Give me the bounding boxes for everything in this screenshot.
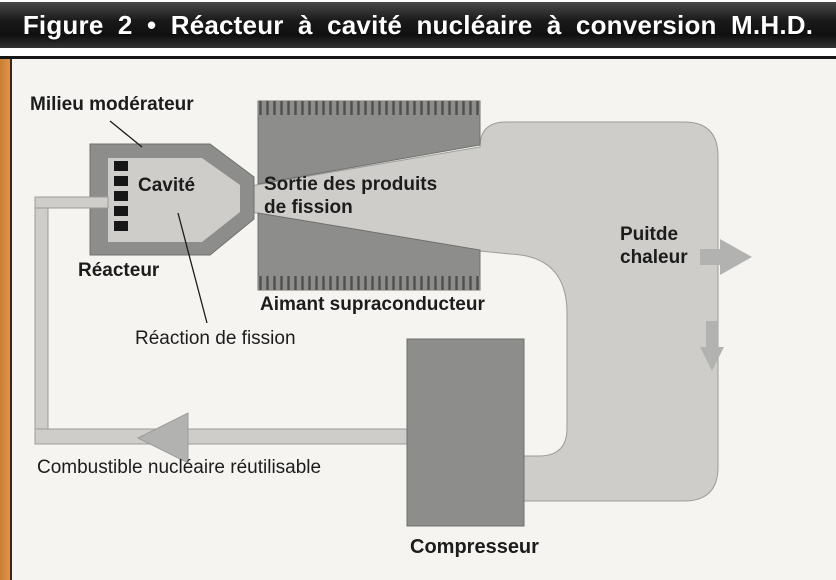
label-fuel-return: Combustible nucléaire réutilisable: [37, 457, 322, 478]
coolant-down-arrow: [700, 321, 724, 371]
control-rods: [114, 161, 128, 231]
label-heat-sink: Puitde chaleur: [620, 223, 688, 269]
label-fission-products-line2: de fission: [264, 197, 353, 218]
label-fission-products: Sortie des produits de fission: [264, 173, 437, 219]
magnet-top-hatch: [258, 101, 480, 115]
label-heat-sink-line2: chaleur: [620, 247, 688, 268]
fission-leader-line: [177, 212, 208, 324]
label-moderator: Milieu modérateur: [30, 94, 194, 115]
frame-top-border: [0, 56, 836, 59]
label-reactor: Réacteur: [78, 260, 160, 281]
label-cavity: Cavité: [138, 175, 196, 196]
label-compressor: Compresseur: [410, 536, 539, 558]
diagram-canvas: [34, 100, 752, 527]
mhd-duct: [249, 121, 719, 502]
moderator-leader-line: [109, 120, 143, 148]
label-fission-reaction: Réaction de fission: [135, 328, 296, 349]
figure-title-bar: Figure 2 • Réacteur à cavité nucléaire à…: [0, 2, 836, 48]
accent-strip: [0, 59, 10, 580]
reactor-diagram: Milieu modérateur Cavité Réacteur Sortie…: [12, 59, 836, 580]
label-magnet: Aimant supraconducteur: [260, 294, 485, 315]
figure-title: Figure 2 • Réacteur à cavité nucléaire à…: [22, 9, 814, 40]
heat-output-arrow: [700, 239, 752, 275]
compressor-block: [406, 338, 525, 527]
label-heat-sink-line1: Puitde: [620, 224, 679, 245]
magnet-bottom-hatch: [258, 276, 480, 290]
frame-left-border: [10, 59, 12, 580]
reactor-cavity: [108, 158, 240, 242]
fuel-flow-arrow: [136, 412, 189, 464]
label-fission-products-line1: Sortie des produits: [264, 174, 438, 195]
